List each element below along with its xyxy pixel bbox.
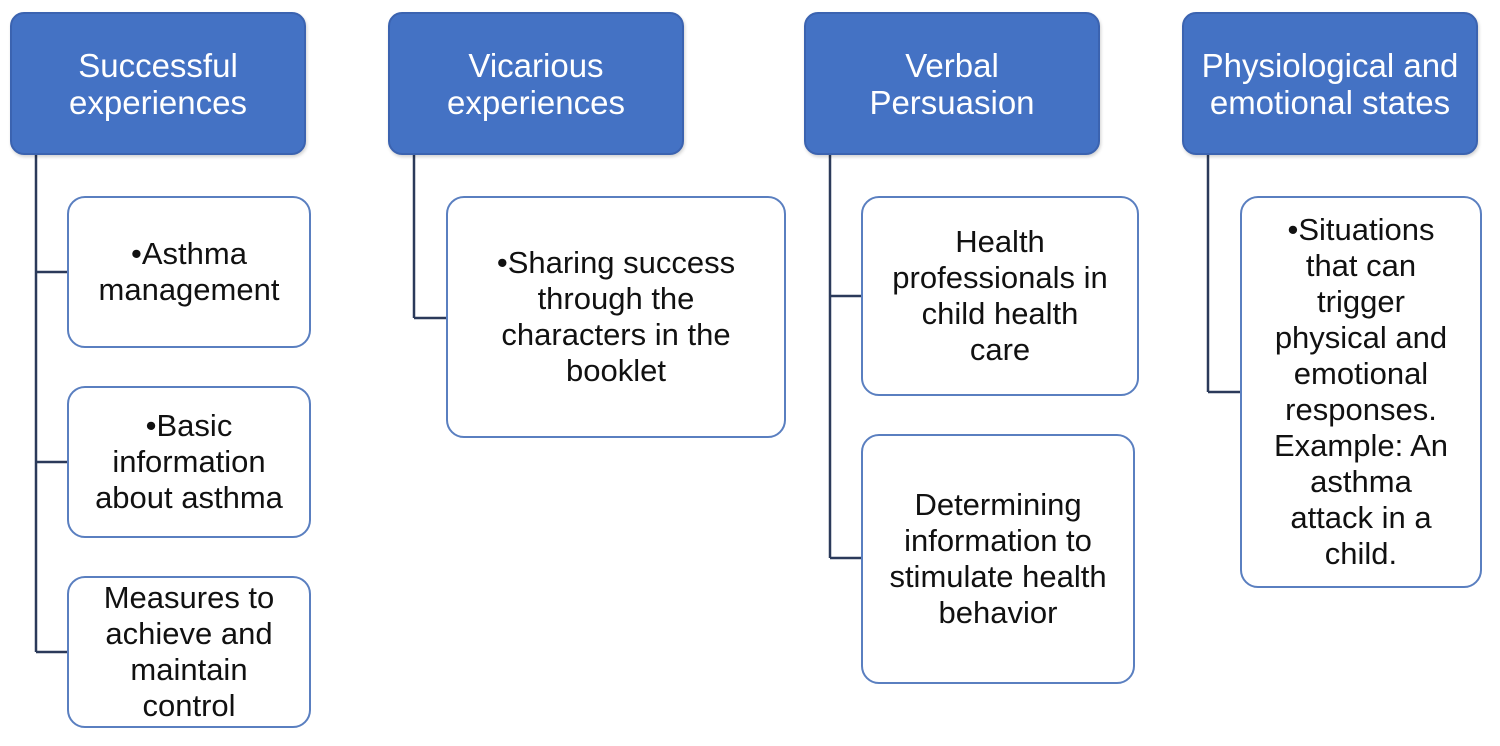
header-label: Verbal Persuasion: [869, 46, 1035, 121]
child-sharing-success: •Sharing success through the characters …: [446, 196, 786, 438]
child-label: Measures to achieve and maintain control: [103, 580, 275, 723]
child-label: •Situations that can trigger physical an…: [1273, 212, 1449, 571]
child-determining-information: Determining information to stimulate hea…: [861, 434, 1135, 684]
child-measures-control: Measures to achieve and maintain control: [67, 576, 311, 728]
header-label: Vicarious experiences: [447, 46, 625, 121]
child-health-professionals: Health professionals in child health car…: [861, 196, 1139, 396]
header-physiological-emotional: Physiological and emotional states: [1182, 12, 1478, 155]
child-situations-trigger: •Situations that can trigger physical an…: [1240, 196, 1482, 588]
child-basic-information: •Basic information about asthma: [67, 386, 311, 538]
child-label: •Asthma management: [98, 236, 280, 307]
child-label: •Sharing success through the characters …: [496, 245, 736, 388]
header-vicarious-experiences: Vicarious experiences: [388, 12, 684, 155]
child-label: Health professionals in child health car…: [892, 224, 1108, 367]
header-verbal-persuasion: Verbal Persuasion: [804, 12, 1100, 155]
child-label: Determining information to stimulate hea…: [889, 487, 1107, 630]
header-successful-experiences: Successful experiences: [10, 12, 306, 155]
child-asthma-management: •Asthma management: [67, 196, 311, 348]
header-label: Successful experiences: [69, 46, 247, 121]
child-label: •Basic information about asthma: [95, 408, 283, 515]
header-label: Physiological and emotional states: [1201, 46, 1459, 121]
